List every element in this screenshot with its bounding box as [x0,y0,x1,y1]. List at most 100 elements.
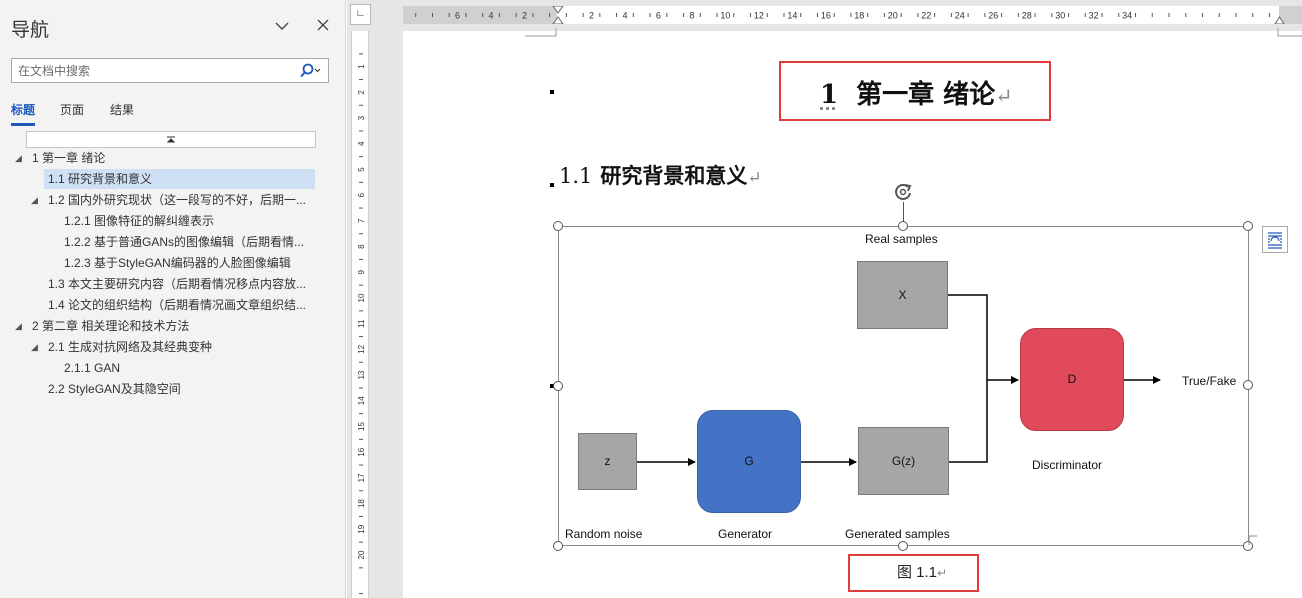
paragraph-mark-bullet [550,90,554,94]
tab-results[interactable]: 结果 [110,103,135,117]
indent-marker-icon[interactable] [552,6,564,24]
real-samples-label: Real samples [865,232,938,246]
margin-corner-mark [1277,28,1302,37]
generator-box: G [697,410,801,513]
ruler-label: 18 [357,499,366,508]
rotate-handle-icon[interactable] [892,181,914,203]
highlight-box-chapter [779,61,1051,121]
resize-handle[interactable] [1243,380,1253,390]
section-heading-text: 研究背景和意义 [600,163,748,188]
heading-item[interactable]: 2.1.1 GAN [64,361,121,375]
highlight-box-caption [848,554,979,592]
section-heading[interactable]: 1.1 研究背景和意义↵ [559,160,761,190]
ruler-label: 8 [357,244,366,249]
ruler-label: 24 [955,11,965,21]
ruler-label: 11 [357,319,366,328]
ruler-label: 2 [357,90,366,95]
tab-pages[interactable]: 页面 [60,103,85,117]
heading-item[interactable]: 2.2 StyleGAN及其隐空间 [48,382,181,396]
tab-headings[interactable]: 标题 [11,103,36,126]
heading-item[interactable]: 1.3 本文主要研究内容（后期看情况移点内容放... [48,277,307,291]
chapter-number: 1 [820,80,839,110]
ruler-label: 5 [357,167,366,172]
resize-handle[interactable] [553,381,563,391]
paragraph-mark: ↵ [747,167,762,187]
ruler-label: 15 [357,422,366,431]
ruler-label: 12 [357,344,366,353]
ruler-label: 10 [720,11,730,21]
tab-stop-selector[interactable]: ∟ [350,4,371,25]
ruler-label: 6 [357,192,366,197]
heading-item[interactable]: 1.2.1 图像特征的解纠缠表示 [64,214,215,228]
paragraph-mark: ↵ [937,566,948,580]
ruler-label: 8 [689,11,694,21]
resize-handle[interactable] [898,541,908,551]
document-page[interactable] [403,31,1302,598]
resize-handle[interactable] [898,221,908,231]
ruler-label: 7 [357,218,366,223]
search-icon[interactable] [298,62,324,80]
ruler-label: 6 [455,11,460,21]
right-indent-marker-icon[interactable] [1274,16,1285,24]
resize-handle[interactable] [553,221,563,231]
layout-options-icon[interactable] [1262,226,1288,253]
ruler-label: 14 [787,11,797,21]
ruler-label: 19 [357,524,366,533]
heading-item[interactable]: 1 第一章 绪论 [32,151,106,165]
search-input[interactable] [12,59,298,82]
navigation-pane: 导航 标题 页面 结果 ◢ 1 第一章 绪论 1.1 研究背景和意义 ◢ 1.2… [0,0,346,598]
ruler-label: 3 [357,115,366,120]
collapse-arrow-icon[interactable]: ◢ [15,153,22,163]
ruler-label: 28 [1022,11,1032,21]
ruler-label: 4 [622,11,627,21]
pane-options-chevron-icon[interactable] [272,16,292,36]
ruler-label: 4 [489,11,494,21]
ruler-label: 12 [754,11,764,21]
resize-handle[interactable] [1243,221,1253,231]
ruler-label: 16 [821,11,831,21]
generator-label: Generator [718,527,773,541]
generated-samples-label: Generated samples [845,527,950,541]
ruler-label: 34 [1122,11,1132,21]
paragraph-mark-bullet [550,183,554,187]
figure-caption[interactable]: 图 1.1↵ [897,561,947,582]
search-box[interactable] [11,58,329,83]
ruler-label: 10 [357,293,366,302]
true-fake-label: True/Fake [1182,374,1237,388]
random-noise-label: Random noise [565,527,643,541]
close-icon[interactable] [313,14,333,36]
resize-handle[interactable] [553,541,563,551]
ruler-label: 6 [656,11,661,21]
ruler-label: 9 [357,270,366,275]
collapse-arrow-icon[interactable]: ◢ [15,321,22,331]
resize-handle[interactable] [1243,541,1253,551]
anchor-bullet [550,384,554,388]
caption-text: 图 1.1 [897,564,938,581]
margin-corner-mark [525,28,557,37]
heading-item[interactable]: 1.2 国内外研究现状（这一段写的不好，后期一... [48,193,307,207]
heading-item[interactable]: 1.4 论文的组织结构（后期看情况画文章组织结... [48,298,307,312]
section-number: 1.1 [559,164,593,188]
ruler-label: 16 [357,447,366,456]
heading-item[interactable]: 1.2.2 基于普通GANs的图像编辑（后期看情... [64,235,305,249]
heading-item[interactable]: 2.1 生成对抗网络及其经典变种 [48,340,213,354]
heading-item-selected[interactable]: 1.1 研究背景和意义 [44,169,315,189]
ruler-label: 20 [888,11,898,21]
scroll-to-top-button[interactable] [26,131,316,148]
heading-item[interactable]: 1.2.3 基于StyleGAN编码器的人脸图像编辑 [64,256,291,270]
paragraph-mark: ↵ [995,84,1013,108]
ruler-label: 26 [988,11,998,21]
noise-box: z [578,433,637,490]
ruler-label: 13 [357,370,366,379]
ruler-label: 4 [357,141,366,146]
heading-item[interactable]: 2 第二章 相关理论和技术方法 [32,319,190,333]
collapse-arrow-icon[interactable]: ◢ [31,195,38,205]
discriminator-box: D [1020,328,1124,431]
real-sample-box: X [857,261,948,329]
discriminator-label: Discriminator [1032,458,1103,472]
ruler-label: 32 [1089,11,1099,21]
collapse-arrow-icon[interactable]: ◢ [31,342,38,352]
